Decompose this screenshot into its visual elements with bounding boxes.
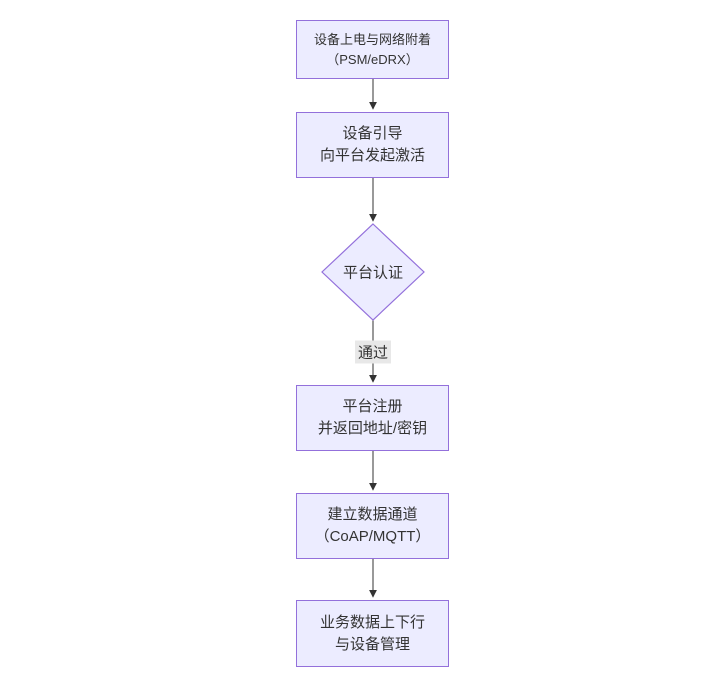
node-business-data-line2: 与设备管理 (334, 635, 410, 653)
node-data-channel-line1: 建立数据通道 (327, 506, 418, 523)
node-business-data: 业务数据上下行 与设备管理 (296, 600, 449, 667)
node-business-data-line1: 业务数据上下行 (319, 613, 425, 631)
node-platform-auth-label: 平台认证 (342, 264, 404, 282)
node-power-attach: 设备上电与网络附着 （PSM/eDRX） (296, 20, 449, 79)
node-power-attach-line2: （PSM/eDRX） (326, 51, 419, 67)
node-data-channel: 建立数据通道 （CoAP/MQTT） (296, 493, 449, 559)
edge-label-pass: 通过 (354, 340, 392, 364)
node-platform-register: 平台注册 并返回地址/密钥 (296, 385, 449, 451)
node-bootstrap: 设备引导 向平台发起激活 (296, 112, 449, 178)
node-bootstrap-line2: 向平台发起激活 (319, 147, 425, 164)
node-data-channel-line2: （CoAP/MQTT） (314, 528, 431, 545)
node-platform-register-line2: 并返回地址/密钥 (317, 420, 428, 437)
node-bootstrap-line1: 设备引导 (342, 125, 403, 142)
node-platform-register-line1: 平台注册 (342, 398, 403, 415)
decision-diamond-shape (321, 223, 425, 321)
node-power-attach-line1: 设备上电与网络附着 (313, 31, 431, 47)
